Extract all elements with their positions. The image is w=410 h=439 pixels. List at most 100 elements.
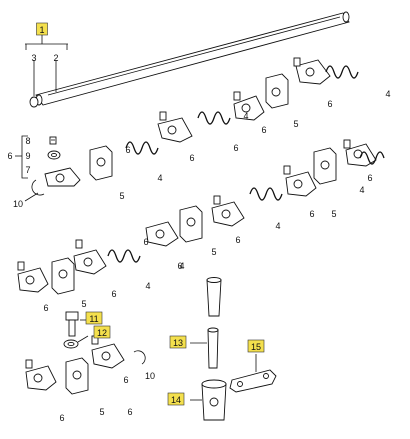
callout-label: 6 xyxy=(59,413,64,423)
callout-label: 12 xyxy=(97,328,107,338)
callout-6: 6 xyxy=(261,125,266,135)
rocker-spring[interactable] xyxy=(107,249,141,263)
callout-highlight xyxy=(169,335,187,349)
nut[interactable] xyxy=(47,150,61,160)
callout-label: 8 xyxy=(25,136,30,146)
rocker-spring[interactable] xyxy=(197,111,231,125)
callout-6: 6 xyxy=(111,289,116,299)
callout-label: 6 xyxy=(367,173,372,183)
rocker-bracket[interactable] xyxy=(89,145,113,181)
callout-1: 1 xyxy=(36,22,48,36)
rocker-arm[interactable] xyxy=(157,111,193,143)
callout-label: 5 xyxy=(211,247,216,257)
callout-6: 6 xyxy=(59,413,64,423)
callout-5: 5 xyxy=(293,119,298,129)
callout-4: 4 xyxy=(179,261,184,271)
callout-label: 6 xyxy=(143,237,148,247)
callout-6: 6 xyxy=(189,153,194,163)
leader-line xyxy=(24,192,39,202)
rocker-arm[interactable] xyxy=(44,167,81,187)
leader-line xyxy=(77,335,89,343)
callout-label: 14 xyxy=(171,395,181,405)
rocker-bracket[interactable] xyxy=(313,147,337,185)
rocker-spring[interactable] xyxy=(325,65,359,79)
shaft-plug[interactable] xyxy=(29,96,39,108)
callout-6: 6 xyxy=(127,407,132,417)
rocker-arm[interactable] xyxy=(73,239,107,275)
washer[interactable] xyxy=(63,339,79,349)
callout-12: 12 xyxy=(93,325,111,339)
callout-11: 11 xyxy=(85,311,103,325)
callout-label: 4 xyxy=(385,89,390,99)
rocker-arm[interactable] xyxy=(25,359,57,391)
callout-label: 6 xyxy=(327,99,332,109)
callout-4: 4 xyxy=(275,221,280,231)
rocker-shaft[interactable] xyxy=(35,11,350,106)
callout-label: 6 xyxy=(125,145,130,155)
rocker-arm[interactable] xyxy=(283,165,317,197)
callout-3: 3 xyxy=(31,53,36,63)
rocker-arm[interactable] xyxy=(293,57,331,85)
callout-4: 4 xyxy=(145,281,150,291)
callout-10: 10 xyxy=(145,371,155,381)
callout-6: 6 xyxy=(235,235,240,245)
push-rod[interactable] xyxy=(207,327,219,369)
bolt[interactable] xyxy=(65,311,79,337)
callout-label: 4 xyxy=(275,221,280,231)
rocker-spring[interactable] xyxy=(125,141,159,155)
callout-label: 6 xyxy=(189,153,194,163)
callout-15: 15 xyxy=(247,339,265,353)
small-screw[interactable] xyxy=(49,136,57,145)
circlip[interactable] xyxy=(31,179,45,196)
callout-6: 6 xyxy=(177,261,182,271)
callout-label: 4 xyxy=(243,111,248,121)
rocker-bracket[interactable] xyxy=(179,205,203,243)
callout-label: 13 xyxy=(173,338,183,348)
callout-label: 7 xyxy=(25,165,30,175)
callout-10: 10 xyxy=(13,199,23,209)
adjuster-body[interactable] xyxy=(201,379,227,421)
callout-8: 8 xyxy=(25,136,30,146)
callout-label: 4 xyxy=(179,261,184,271)
group-bracket xyxy=(21,135,28,179)
callout-6: 6 xyxy=(367,173,372,183)
rocker-arm[interactable] xyxy=(233,91,265,121)
locking-plate[interactable] xyxy=(229,369,277,393)
callout-highlight xyxy=(247,339,265,353)
callout-label: 6 xyxy=(7,151,12,161)
callout-4: 4 xyxy=(243,111,248,121)
rocker-arm[interactable] xyxy=(145,221,179,247)
callout-label: 6 xyxy=(177,261,182,271)
rocker-bracket[interactable] xyxy=(265,73,289,109)
callout-label: 5 xyxy=(119,191,124,201)
circlip[interactable] xyxy=(133,350,146,365)
callout-5: 5 xyxy=(211,247,216,257)
callout-5: 5 xyxy=(99,407,104,417)
rocker-bracket[interactable] xyxy=(51,257,75,295)
rocker-spring[interactable] xyxy=(249,187,283,201)
rocker-arm[interactable] xyxy=(343,139,377,167)
rocker-bracket[interactable] xyxy=(65,357,89,395)
callout-6: 6 xyxy=(7,151,12,161)
callout-label: 10 xyxy=(145,371,155,381)
callout-label: 10 xyxy=(13,199,23,209)
callout-label: 11 xyxy=(89,314,98,324)
callout-label: 4 xyxy=(157,173,162,183)
callout-5: 5 xyxy=(81,299,86,309)
callout-4: 4 xyxy=(359,185,364,195)
callout-label: 5 xyxy=(81,299,86,309)
callout-label: 4 xyxy=(359,185,364,195)
callout-14: 14 xyxy=(167,392,185,406)
callout-highlight xyxy=(167,392,185,406)
callout-label: 1 xyxy=(39,25,44,35)
rocker-arm[interactable] xyxy=(91,335,125,369)
callout-highlight xyxy=(36,22,48,36)
callout-2: 2 xyxy=(53,53,58,63)
rocker-arm[interactable] xyxy=(211,195,245,227)
push-rod[interactable] xyxy=(206,277,222,317)
callout-label: 4 xyxy=(145,281,150,291)
callout-label: 15 xyxy=(251,342,261,352)
rocker-spring[interactable] xyxy=(359,151,385,165)
rocker-arm[interactable] xyxy=(17,261,49,293)
